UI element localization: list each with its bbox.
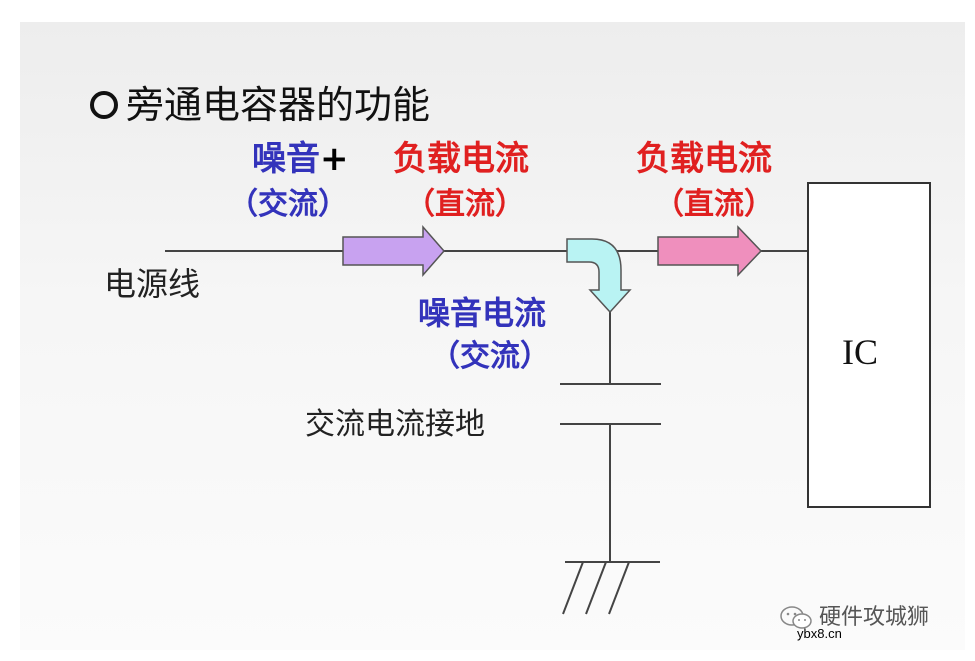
ac-ground-label: 交流电流接地	[305, 407, 485, 442]
plus-sign: +	[320, 139, 349, 179]
ic-box	[807, 182, 931, 508]
noise-ac-label: （交流）	[228, 187, 348, 222]
watermark-site: ybx8.cn	[797, 626, 842, 641]
load-current-label-1: 负载电流	[393, 139, 529, 179]
wechat-icon	[780, 606, 812, 629]
page-title: 旁通电容器的功能	[90, 86, 430, 124]
load-current-arrow	[657, 225, 763, 277]
noise-current-label: 噪音电流	[418, 294, 547, 332]
load-dc-label-1: （直流）	[405, 187, 525, 222]
title-text: 旁通电容器的功能	[126, 83, 431, 127]
ic-label: IC	[842, 332, 878, 372]
load-current-label-2: 负载电流	[636, 139, 772, 179]
watermark: 硬件攻城狮 ybx8.cn	[779, 605, 930, 640]
watermark-name: 硬件攻城狮	[819, 605, 930, 630]
noise-divert-arrow	[566, 238, 632, 314]
power-line-label: 电源线	[104, 265, 201, 303]
noise-plus-label: 噪音+	[252, 142, 349, 176]
ground-symbol	[562, 561, 660, 615]
noise-load-arrow	[342, 225, 445, 277]
load-dc-label-2: （直流）	[654, 187, 774, 222]
noise-label: 噪音	[252, 139, 320, 179]
circle-bullet-icon	[90, 91, 118, 119]
noise-current-ac-label: （交流）	[430, 339, 550, 374]
